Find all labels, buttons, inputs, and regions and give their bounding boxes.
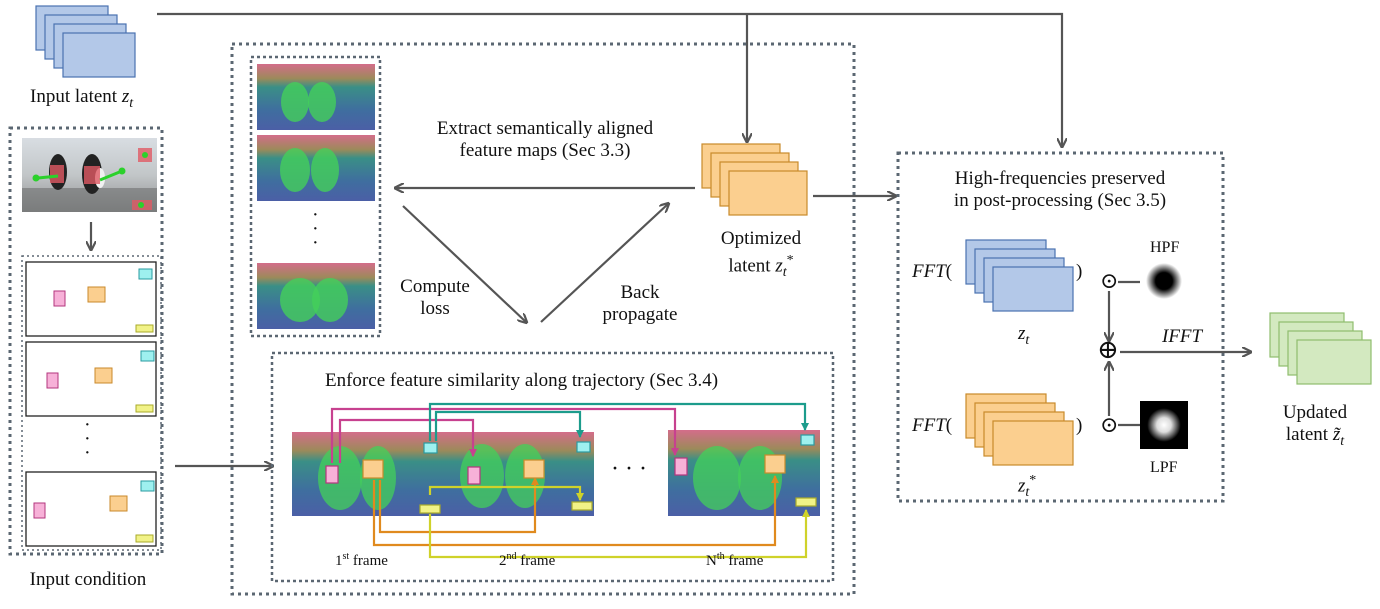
paren-close-top: ) <box>1076 261 1083 282</box>
feature-map-2 <box>257 135 375 201</box>
condition-frame-1 <box>25 261 157 337</box>
ifft-label: IFFT <box>1162 326 1203 347</box>
hpf-filter-image <box>1140 257 1188 305</box>
condition-photo <box>22 138 157 212</box>
high-frequency-box <box>896 151 1225 503</box>
condition-dots: · · · <box>84 414 91 464</box>
optimized-latent-label: Optimized latent zt* <box>720 228 802 281</box>
optimized-latent-stack <box>701 143 808 216</box>
hf-connectors <box>1109 280 1250 427</box>
oplus: ⊕ <box>1097 335 1119 364</box>
condition-frame-n <box>25 471 157 547</box>
enforce-title: Enforce feature similarity along traject… <box>325 370 719 391</box>
paren-close-bottom: ) <box>1076 415 1083 436</box>
zt-star-label: zt* <box>1018 473 1037 501</box>
trajectory-frame-n <box>668 430 820 516</box>
condition-frame-2 <box>25 341 157 417</box>
fft-label-top: FFT( <box>912 261 953 282</box>
condition-frames-box <box>21 255 162 551</box>
odot-bottom: ⊙ <box>1100 412 1119 437</box>
zt-label: zt <box>1018 323 1030 348</box>
trajectory-markers <box>325 434 817 514</box>
updated-latent-stack <box>1269 312 1372 385</box>
odot-top: ⊙ <box>1100 268 1119 293</box>
optimization-box <box>230 42 856 596</box>
frame-n-label: Nth frame <box>706 551 764 569</box>
loop-arrows <box>396 188 695 322</box>
zt-stack <box>965 239 1074 312</box>
lpf-filter-image <box>1140 401 1188 449</box>
trajectory-connectors <box>330 402 810 559</box>
frames-ellipsis: · · · <box>611 456 647 482</box>
frame-2-label: 2nd frame <box>499 551 556 569</box>
updated-latent-label: Updated latent z̃t <box>1282 402 1348 449</box>
feature-dots: · · · <box>312 204 319 254</box>
input-condition-box <box>8 126 164 556</box>
hpf-label: HPF <box>1150 239 1180 256</box>
zt-star-stack <box>965 393 1074 466</box>
input-latent-label: Input latent zt <box>30 86 134 111</box>
fft-label-bottom: FFT( <box>912 415 953 436</box>
lpf-label: LPF <box>1150 459 1178 476</box>
input-latent-stack <box>35 5 136 78</box>
input-condition-label: Input condition <box>29 569 147 590</box>
top-arrows <box>157 12 1062 146</box>
feature-map-1 <box>257 64 375 130</box>
enforce-box <box>270 351 835 583</box>
frame-1-label: 1st frame <box>335 551 388 569</box>
feature-map-3 <box>257 263 375 329</box>
